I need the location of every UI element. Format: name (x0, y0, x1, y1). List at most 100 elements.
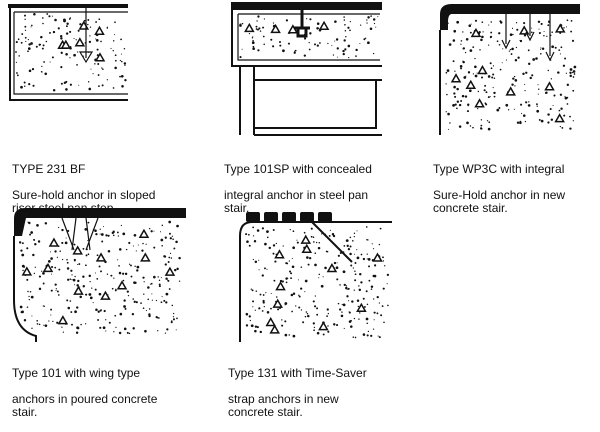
speckle (101, 67, 103, 69)
speckle (57, 226, 60, 229)
speckle (472, 126, 474, 129)
aggregate-stone (269, 324, 280, 334)
speckle (26, 278, 29, 281)
speckle (547, 69, 549, 72)
speckle (499, 68, 502, 71)
speckle (536, 103, 538, 106)
speckle (328, 234, 331, 237)
speckle (100, 270, 102, 273)
speckle (353, 317, 356, 320)
speckle (95, 233, 98, 236)
nosing-tread (246, 212, 332, 222)
speckle (314, 43, 316, 46)
speckle (148, 314, 151, 318)
speckle (509, 48, 512, 51)
speckle (353, 235, 355, 238)
speckle (74, 310, 77, 314)
speckle (367, 330, 370, 333)
speckle (312, 322, 315, 325)
speckle (467, 105, 469, 107)
speckle (290, 277, 292, 280)
speckle (21, 242, 24, 245)
speckle (173, 268, 177, 272)
speckle (331, 45, 333, 47)
speckle (97, 62, 100, 65)
speckle (363, 38, 366, 41)
speckle (145, 243, 147, 245)
speckle (295, 305, 297, 307)
speckle (241, 48, 243, 50)
speckle (252, 258, 254, 261)
speckle (372, 52, 375, 55)
speckle (458, 125, 462, 128)
speckle (343, 19, 346, 21)
speckle (563, 27, 565, 29)
speckle (49, 61, 51, 63)
speckle (60, 37, 63, 40)
speckle (492, 65, 495, 67)
speckle (547, 24, 550, 27)
aggregate-stone (94, 52, 106, 62)
speckle (571, 72, 574, 74)
speckle (465, 75, 467, 77)
speckle (82, 285, 85, 288)
speckle (148, 308, 151, 310)
speckle (335, 38, 339, 41)
speckle (108, 321, 111, 324)
speckle (31, 24, 33, 27)
caption-text: Sure-Hold anchor in new concrete stair. (433, 188, 566, 215)
speckle (95, 308, 98, 311)
speckle (459, 64, 463, 68)
speckle (474, 74, 478, 78)
speckle (488, 121, 491, 124)
speckle (76, 51, 79, 53)
speckle (122, 272, 125, 275)
speckle (16, 72, 18, 74)
speckle (69, 57, 71, 59)
speckle (511, 27, 514, 29)
speckle (501, 62, 503, 64)
speckle (168, 288, 171, 290)
speckle (342, 52, 345, 56)
speckle (157, 276, 159, 278)
speckle (31, 315, 33, 317)
speckle (332, 54, 335, 56)
speckle (100, 233, 104, 236)
speckle (119, 75, 121, 78)
speckle (65, 88, 68, 91)
speckle (153, 246, 156, 249)
speckle (456, 87, 459, 91)
speckle (265, 292, 267, 294)
speckle (480, 119, 483, 121)
speckle (516, 121, 520, 124)
speckle (341, 303, 343, 306)
speckle (241, 22, 244, 25)
speckle (172, 238, 174, 240)
speckle (378, 336, 381, 339)
speckle (539, 52, 542, 55)
speckle (96, 48, 99, 51)
aggregate-stone (554, 23, 566, 33)
speckle (354, 273, 357, 276)
speckle (118, 331, 122, 335)
speckle (490, 67, 493, 70)
speckle (140, 302, 142, 304)
speckle (551, 45, 554, 49)
speckle (527, 104, 531, 107)
speckle (321, 233, 323, 235)
speckle (103, 226, 105, 228)
speckle (387, 304, 389, 307)
wing-anchor-icon (61, 217, 99, 251)
speckle (31, 327, 33, 329)
speckle (316, 27, 319, 30)
speckle (122, 232, 126, 236)
speckle (28, 69, 32, 73)
speckle (133, 233, 137, 237)
speckle (335, 323, 339, 327)
speckle (456, 100, 460, 103)
speckle (72, 278, 76, 282)
speckle (573, 73, 576, 75)
aggregate-stone (300, 234, 312, 244)
speckle (165, 301, 168, 304)
speckle (288, 260, 290, 262)
